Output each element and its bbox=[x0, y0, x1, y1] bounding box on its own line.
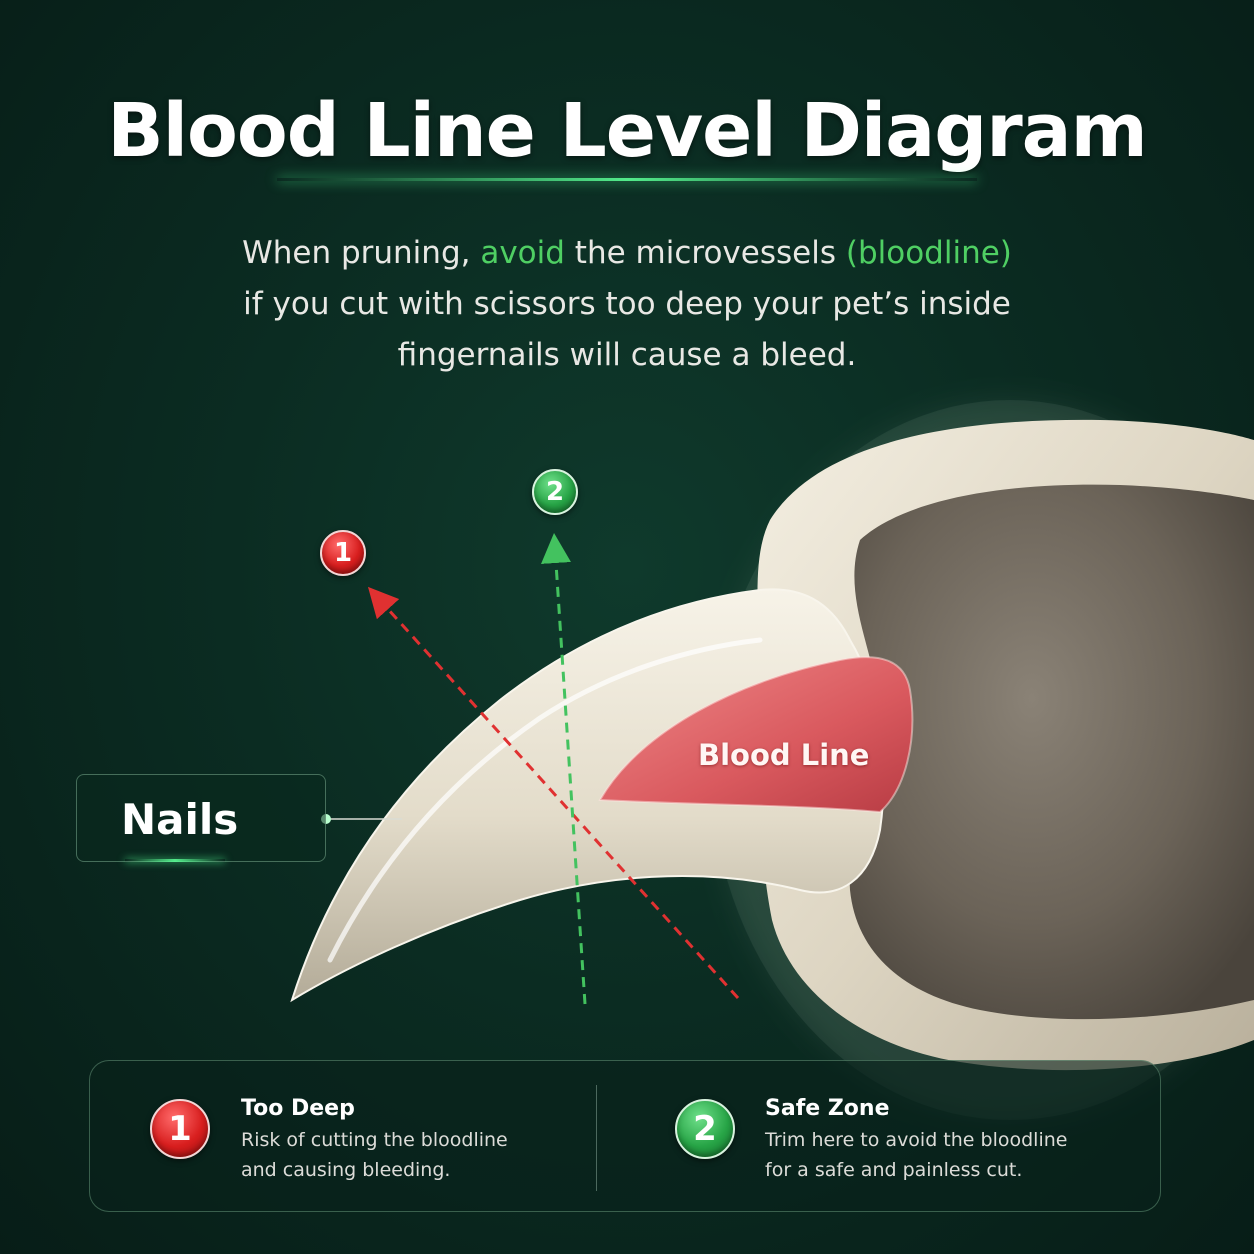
subtitle-text: the microvessels bbox=[564, 235, 846, 271]
blood-line-label: Blood Line bbox=[698, 738, 870, 772]
subtitle: When pruning, avoid the microvessels (bl… bbox=[150, 228, 1104, 381]
subtitle-line-3: fingernails will cause a bleed. bbox=[397, 337, 857, 373]
legend-too-deep-badge: 1 bbox=[150, 1099, 210, 1159]
nails-label-box: Nails bbox=[76, 774, 326, 862]
title-underline-glow bbox=[277, 178, 977, 181]
marker-safe-zone: 2 bbox=[532, 469, 578, 515]
paw-pad bbox=[849, 484, 1254, 1020]
nails-label: Nails bbox=[121, 795, 239, 844]
subtitle-highlight-bloodline: (bloodline) bbox=[845, 235, 1012, 271]
marker-too-deep: 1 bbox=[320, 530, 366, 576]
subtitle-line-2: if you cut with scissors too deep your p… bbox=[243, 286, 1011, 322]
legend-safe-zone-desc-line1: Trim here to avoid the bloodline bbox=[765, 1129, 1068, 1151]
legend-safe-zone-desc: Trim here to avoid the bloodline for a s… bbox=[765, 1125, 1125, 1185]
claw-highlight bbox=[327, 637, 763, 963]
legend-divider bbox=[596, 1085, 597, 1191]
legend-too-deep-desc: Risk of cutting the bloodline and causin… bbox=[241, 1125, 561, 1185]
legend-panel: 1 Too Deep Risk of cutting the bloodline… bbox=[89, 1060, 1161, 1212]
legend-too-deep-desc-line1: Risk of cutting the bloodline bbox=[241, 1129, 508, 1151]
nails-label-glow bbox=[125, 859, 225, 862]
legend-safe-zone-badge: 2 bbox=[675, 1099, 735, 1159]
subtitle-highlight-avoid: avoid bbox=[480, 235, 565, 271]
page-title: Blood Line Level Diagram bbox=[107, 88, 1147, 174]
cut-line-safe-zone bbox=[541, 533, 587, 1005]
legend-safe-zone-desc-line2: for a safe and painless cut. bbox=[765, 1159, 1023, 1181]
legend-too-deep-title: Too Deep bbox=[241, 1096, 355, 1121]
legend-too-deep-desc-line2: and causing bleeding. bbox=[241, 1159, 451, 1181]
subtitle-text: When pruning, bbox=[242, 235, 481, 271]
cut-line-too-deep bbox=[367, 586, 740, 1000]
blood-line-quick bbox=[598, 656, 914, 814]
legend-safe-zone-title: Safe Zone bbox=[765, 1096, 890, 1121]
